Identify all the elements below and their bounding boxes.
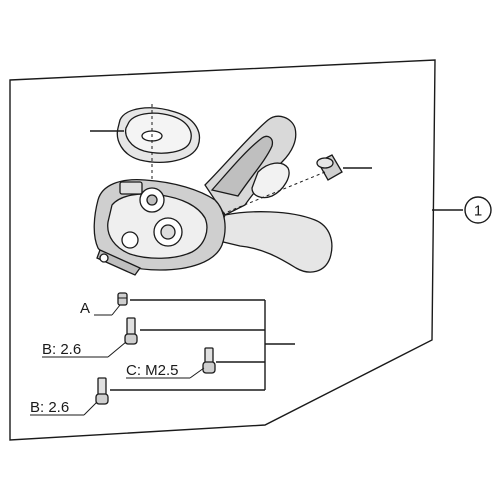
label-a-text: A — [80, 300, 90, 317]
label-b-lower: B: 2.6 — [30, 399, 98, 416]
label-c: C: M2.5 — [126, 362, 205, 379]
screw-bracket — [110, 299, 295, 391]
diagram-frame — [9, 59, 436, 441]
screw-b-upper — [124, 317, 138, 345]
shifter-mechanism — [93, 179, 226, 276]
label-a: A — [80, 300, 121, 317]
screw-a — [117, 292, 128, 306]
label-b-upper: B: 2.6 — [42, 341, 127, 358]
callout-circle — [464, 196, 492, 224]
screw-b-lower — [95, 377, 109, 405]
adjuster-bolt — [316, 154, 343, 181]
label-c-text: C: M2.5 — [126, 362, 179, 379]
screw-c — [202, 347, 216, 374]
label-b-lower-text: B: 2.6 — [30, 399, 69, 416]
shift-lever-body — [204, 115, 333, 273]
cover-plate — [116, 107, 200, 163]
callout-number: 1 — [474, 203, 482, 220]
label-b-upper-text: B: 2.6 — [42, 341, 81, 358]
callout-number-badge: 1 — [464, 196, 492, 224]
adjuster-bolt-axis — [219, 171, 326, 216]
